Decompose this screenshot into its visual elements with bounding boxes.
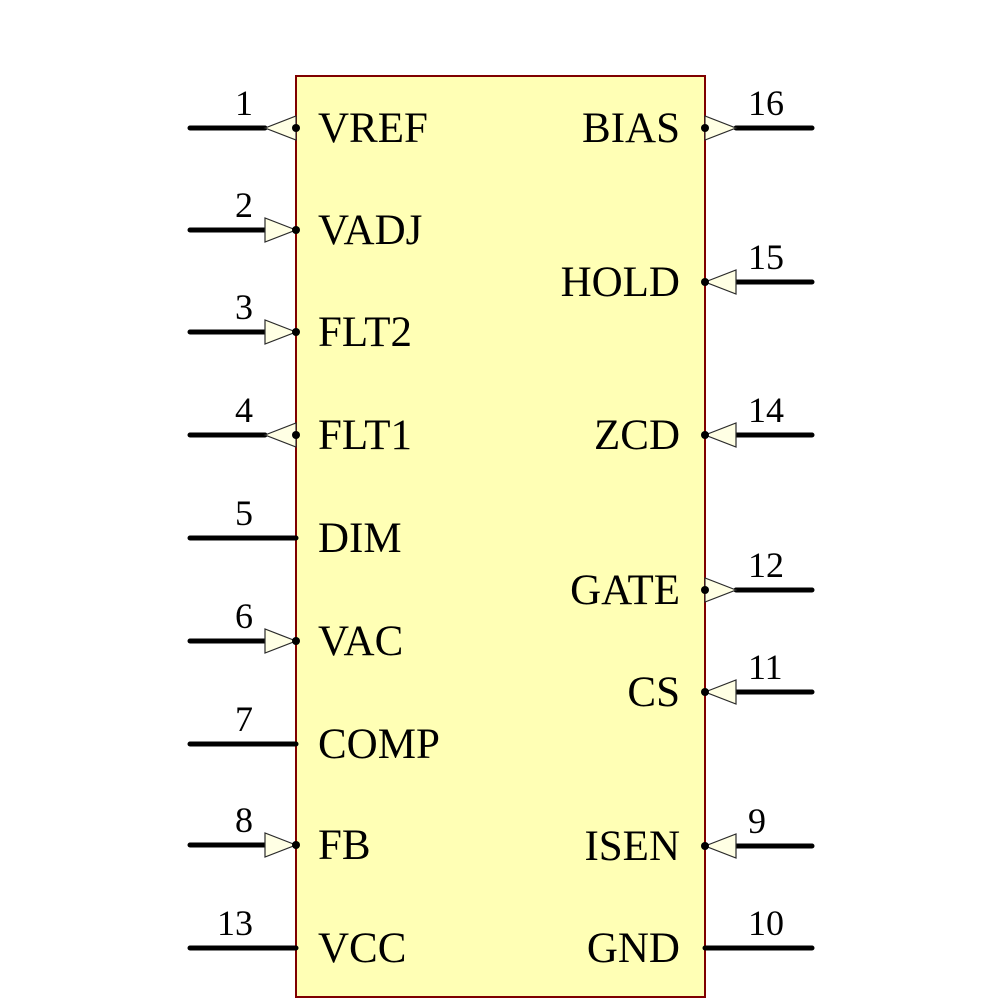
pin-connection-dot[interactable] (701, 688, 709, 696)
pin-number: 2 (235, 185, 253, 225)
pin-label: CS (627, 669, 680, 716)
pin-connection-dot[interactable] (701, 278, 709, 286)
output-arrow-icon (263, 422, 297, 448)
output-arrow-icon (263, 115, 297, 141)
pin-label: FB (318, 822, 371, 869)
output-arrow-icon (704, 115, 738, 141)
input-arrow-icon (264, 832, 298, 858)
pin-number: 7 (235, 699, 253, 739)
pin-label: COMP (318, 721, 440, 768)
pin-label: GATE (570, 567, 680, 614)
pin-label: VAC (318, 618, 403, 665)
pin-connection-dot[interactable] (701, 431, 709, 439)
pin-label: ZCD (594, 412, 680, 459)
pin-label: FLT1 (318, 412, 412, 459)
pin-number: 5 (235, 493, 253, 533)
pin-connection-dot[interactable] (292, 637, 300, 645)
pin-number: 3 (235, 287, 253, 327)
pin-number: 16 (748, 83, 784, 123)
input-arrow-icon (264, 628, 298, 654)
pin-connection-dot[interactable] (701, 842, 709, 850)
pin-number: 13 (217, 903, 253, 943)
pin-connection-dot[interactable] (292, 328, 300, 336)
pin-number: 10 (748, 903, 784, 943)
pin-number: 11 (748, 647, 783, 687)
pin-connection-dot[interactable] (701, 124, 709, 132)
input-arrow-icon (703, 679, 737, 705)
pin-label: DIM (318, 515, 402, 562)
input-arrow-icon (264, 217, 298, 243)
pin-label: ISEN (584, 823, 680, 870)
pin-number: 1 (235, 83, 253, 123)
pin-number: 9 (748, 801, 766, 841)
pin-connection-dot[interactable] (292, 124, 300, 132)
output-arrow-icon (704, 577, 738, 603)
pin-number: 12 (748, 545, 784, 585)
pin-label: VCC (318, 925, 406, 972)
pin-label: GND (587, 925, 680, 972)
pin-connection-dot[interactable] (292, 226, 300, 234)
input-arrow-icon (264, 319, 298, 345)
input-arrow-icon (703, 269, 737, 295)
pin-8-fb[interactable]: 8FB (187, 800, 371, 869)
input-arrow-icon (703, 422, 737, 448)
pin-connection-dot[interactable] (292, 431, 300, 439)
pin-label: BIAS (582, 105, 680, 152)
pin-label: FLT2 (318, 309, 412, 356)
pin-label: HOLD (561, 259, 680, 306)
pin-connection-dot[interactable] (701, 586, 709, 594)
pin-number: 6 (235, 596, 253, 636)
pin-label: VREF (318, 105, 428, 152)
pin-number: 15 (748, 237, 784, 277)
pin-number: 4 (235, 390, 253, 430)
pin-label: VADJ (318, 207, 422, 254)
pin-number: 8 (235, 800, 253, 840)
pin-connection-dot[interactable] (292, 841, 300, 849)
input-arrow-icon (703, 833, 737, 859)
pin-number: 14 (748, 390, 784, 430)
component-body[interactable] (295, 75, 706, 998)
